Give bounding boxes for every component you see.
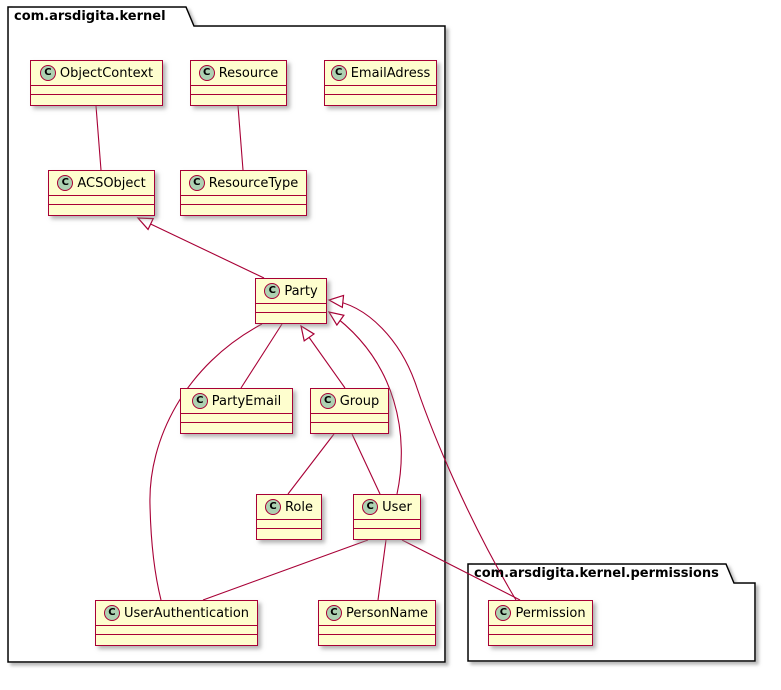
class-acsobject: C ACSObject [48, 170, 155, 216]
class-name: ObjectContext [59, 65, 154, 81]
methods-compartment [191, 94, 286, 103]
class-name: Permission [515, 605, 586, 621]
class-emailadress: C EmailAdress [324, 60, 437, 106]
class-name: Role [284, 499, 313, 515]
class-role: C Role [256, 494, 322, 540]
methods-compartment [96, 634, 257, 643]
class-c-icon: C [39, 65, 56, 81]
class-c-icon: C [198, 65, 215, 81]
class-c-icon: C [188, 175, 205, 191]
class-c-icon: C [57, 175, 74, 191]
fields-compartment [489, 625, 592, 634]
fields-compartment [181, 413, 292, 422]
edge-user-extends-party [327, 311, 402, 495]
methods-compartment [256, 312, 326, 321]
class-name: EmailAdress [350, 65, 431, 81]
methods-compartment [489, 634, 592, 643]
methods-compartment [181, 204, 306, 213]
fields-compartment [256, 303, 326, 312]
edge-user-personname [377, 539, 387, 601]
class-party: C Party [255, 278, 327, 324]
edge-objectcontext-acsobject [95, 105, 102, 171]
class-resource: C Resource [190, 60, 287, 106]
methods-compartment [181, 422, 292, 431]
class-c-icon: C [362, 499, 379, 515]
class-name: User [382, 499, 412, 515]
methods-compartment [49, 204, 154, 213]
class-c-icon: C [495, 605, 512, 621]
methods-compartment [354, 528, 420, 537]
class-name: Group [339, 393, 380, 409]
class-name: Party [284, 283, 318, 299]
edge-user-permission [401, 539, 521, 601]
edge-group-extends-party [300, 324, 346, 389]
class-user: C User [353, 494, 421, 540]
class-name: UserAuthentication [123, 605, 250, 621]
class-name: ResourceType [208, 175, 299, 191]
edge-user-userauthentication [202, 539, 369, 601]
fields-compartment [354, 519, 420, 528]
class-name: PartyEmail [211, 393, 282, 409]
fields-compartment [31, 85, 162, 94]
class-c-icon: C [264, 283, 281, 299]
class-partyemail: C PartyEmail [180, 388, 293, 434]
fields-compartment [49, 195, 154, 204]
class-name: Resource [218, 65, 279, 81]
class-userauthentication: C UserAuthentication [95, 600, 258, 646]
fields-compartment [319, 625, 435, 634]
edge-resource-resourcetype [237, 105, 244, 171]
class-permission: C Permission [488, 600, 593, 646]
package-kernel-label: com.arsdigita.kernel [14, 9, 166, 24]
class-c-icon: C [103, 605, 120, 621]
class-c-icon: C [330, 65, 347, 81]
class-personname: C PersonName [318, 600, 436, 646]
package-permissions-label: com.arsdigita.kernel.permissions [474, 566, 719, 581]
edge-permission-extends-party [327, 294, 517, 601]
methods-compartment [319, 634, 435, 643]
edge-group-role [287, 433, 335, 495]
class-c-icon: C [325, 605, 342, 621]
fields-compartment [181, 195, 306, 204]
methods-compartment [325, 94, 436, 103]
fields-compartment [191, 85, 286, 94]
class-c-icon: C [264, 499, 281, 515]
edge-party-partyemail [240, 323, 283, 389]
class-c-icon: C [319, 393, 336, 409]
class-name: ACSObject [77, 175, 146, 191]
edge-group-user [351, 433, 381, 495]
fields-compartment [257, 519, 321, 528]
edge-party-extends-acsobject [136, 217, 265, 279]
class-resourcetype: C ResourceType [180, 170, 307, 216]
class-name: PersonName [345, 605, 429, 621]
class-group: C Group [310, 388, 389, 434]
edge-party-userauthentication [149, 323, 263, 601]
fields-compartment [96, 625, 257, 634]
methods-compartment [31, 94, 162, 103]
class-objectcontext: C ObjectContext [30, 60, 163, 106]
fields-compartment [325, 85, 436, 94]
methods-compartment [311, 422, 388, 431]
class-c-icon: C [191, 393, 208, 409]
fields-compartment [311, 413, 388, 422]
methods-compartment [257, 528, 321, 537]
